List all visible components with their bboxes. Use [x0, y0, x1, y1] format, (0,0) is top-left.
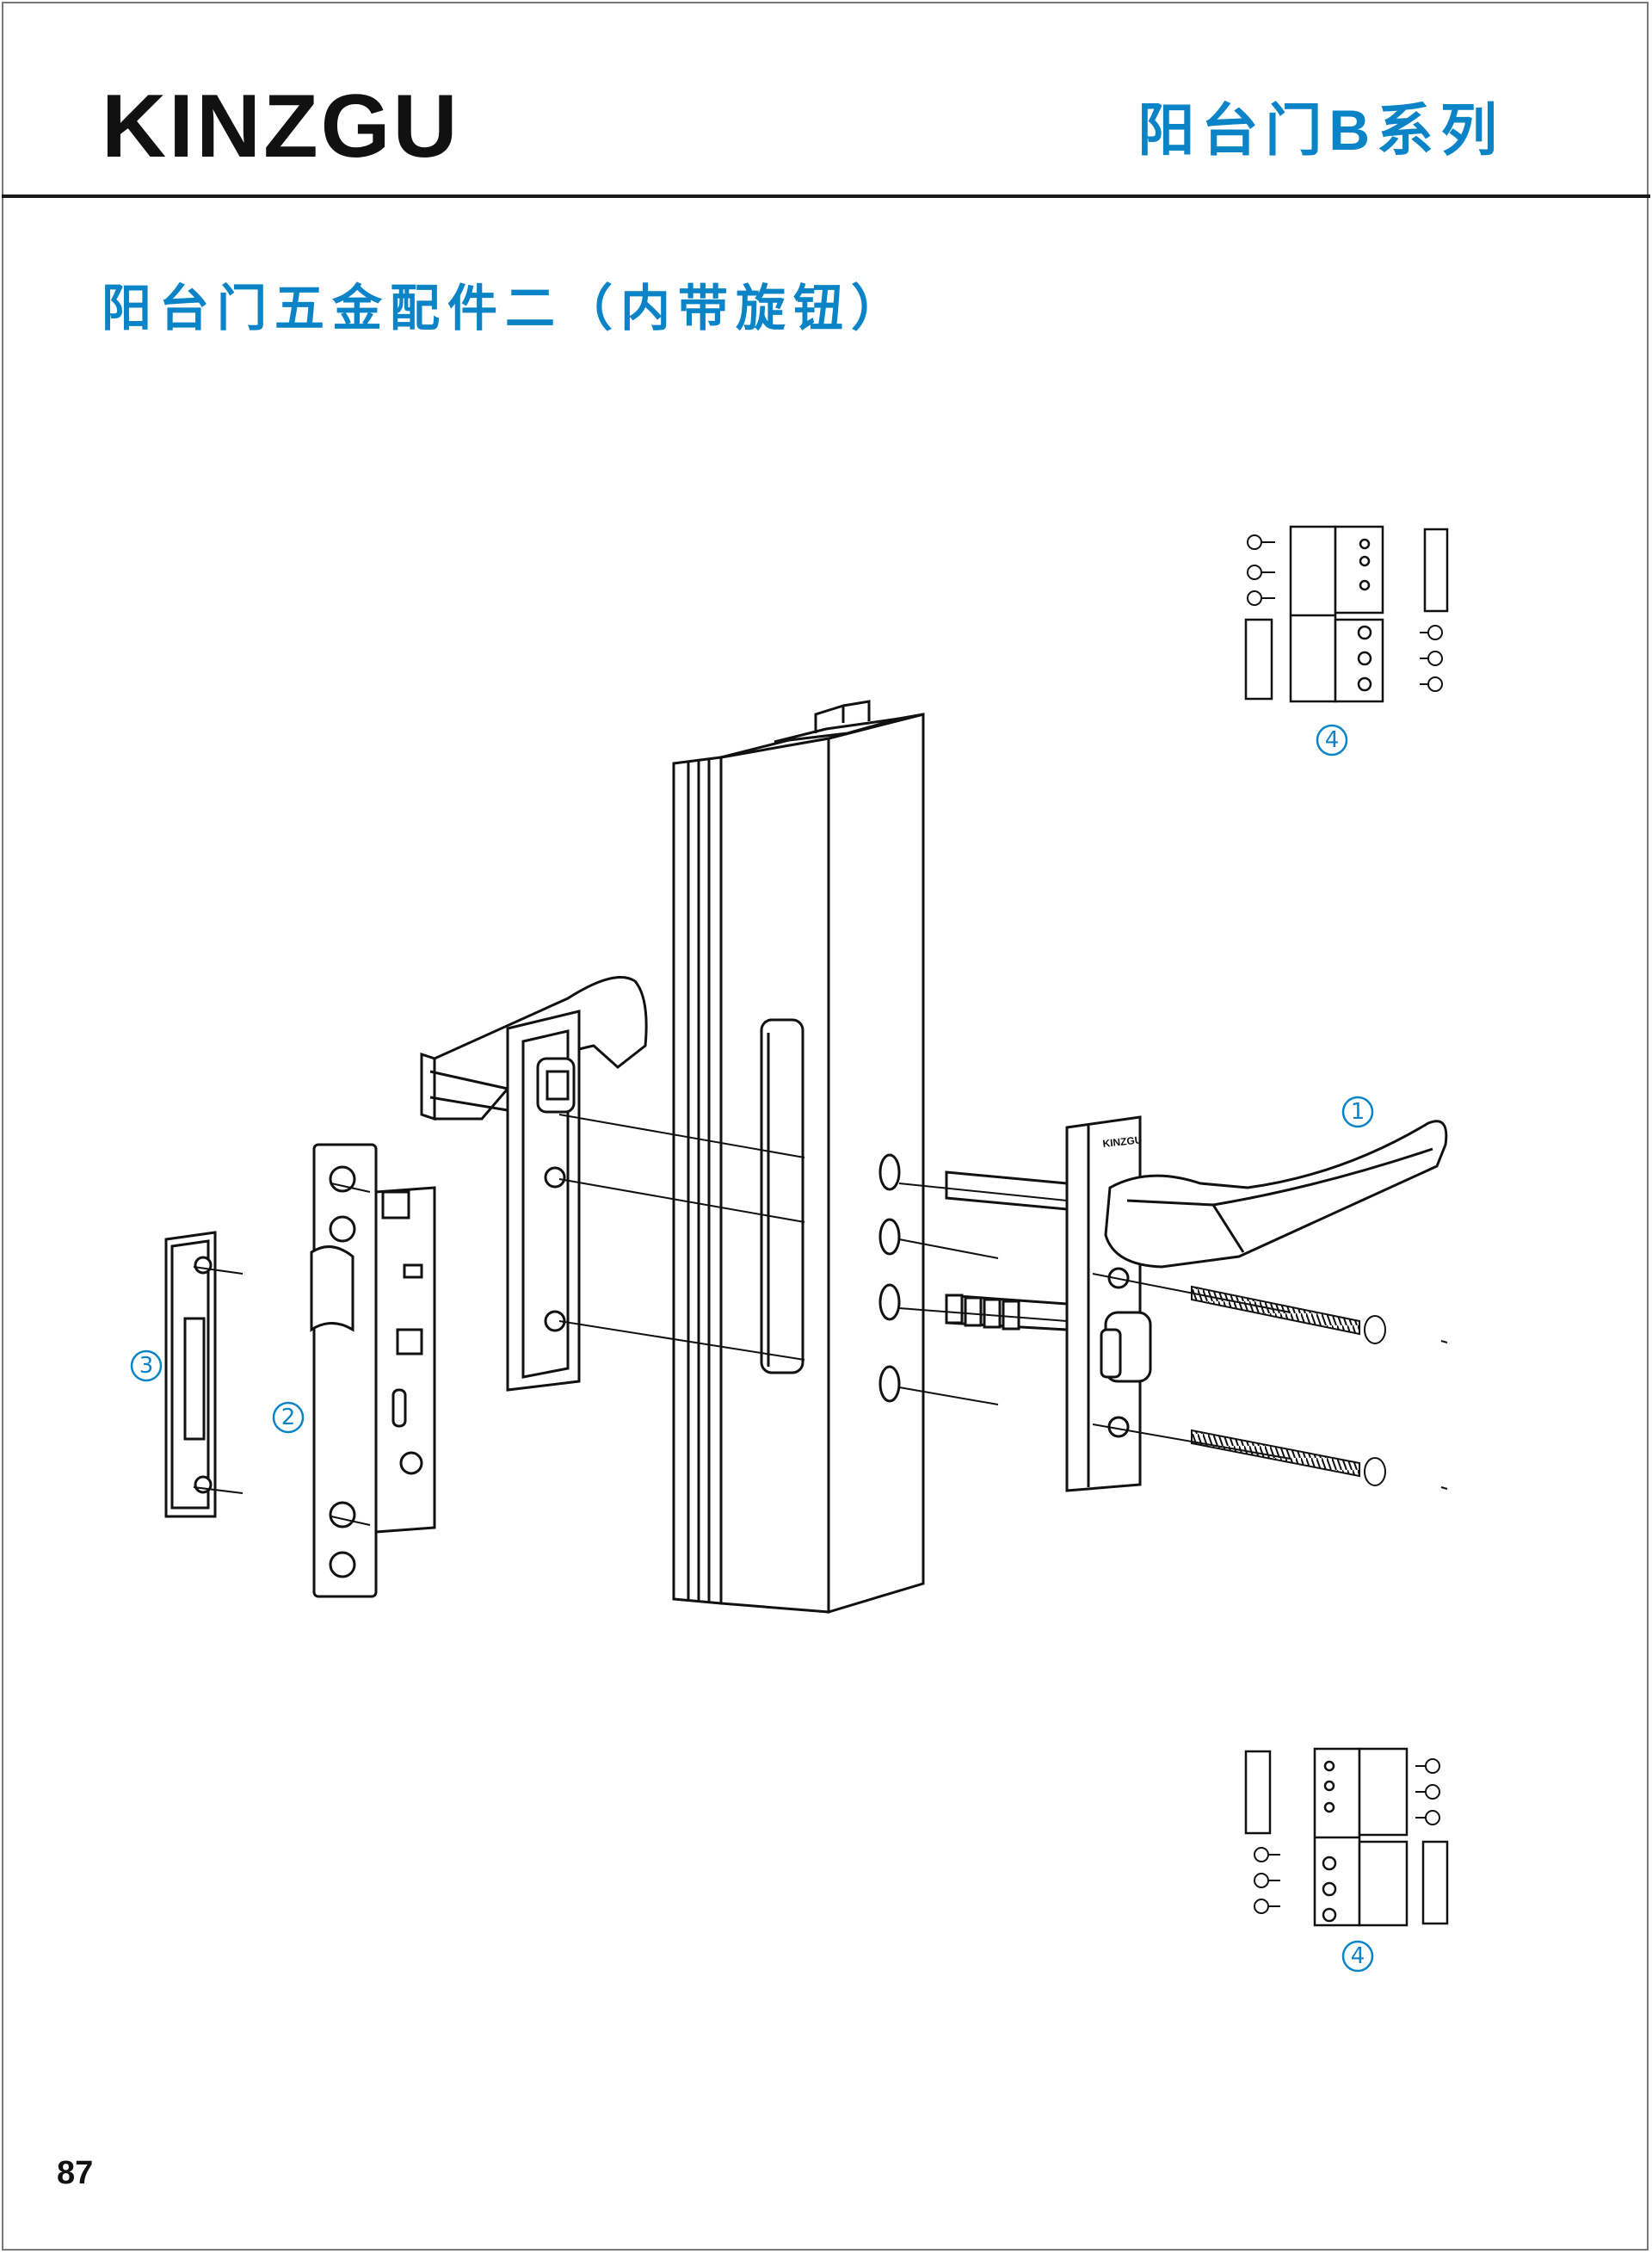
- door-profile: [672, 700, 925, 1615]
- hinge-bottom: [1244, 1747, 1449, 1973]
- outer-handle: [945, 1115, 1448, 1492]
- callout-1-handle: 1: [1350, 1099, 1365, 1125]
- brand-logo: KINZGU: [102, 77, 460, 176]
- callout-3-strike-plate: 3: [139, 1353, 154, 1379]
- page-title: 阳台门五金配件二（内带旋钮）: [102, 281, 909, 337]
- inner-handle: [420, 976, 648, 1392]
- page-number: 87: [57, 2155, 94, 2191]
- callout-4-hinge-top: 4: [1324, 727, 1340, 753]
- header-divider: [2, 195, 1650, 198]
- callout-2-lock-body: 2: [280, 1405, 296, 1430]
- hinge-top: [1244, 525, 1449, 756]
- series-title: 阳台门B系列: [1137, 98, 1504, 162]
- cylinder-cam: [945, 1294, 1069, 1331]
- strike-plate: [164, 1231, 217, 1518]
- alignment-lines: [193, 1114, 1448, 1526]
- callout-circles: [130, 1096, 1374, 1434]
- lock-body: [310, 1143, 436, 1598]
- callout-4-hinge-bottom: 4: [1350, 1943, 1365, 1969]
- handle-plate-logo: KINZGU: [1102, 1133, 1143, 1150]
- long-screws: [1191, 1285, 1386, 1486]
